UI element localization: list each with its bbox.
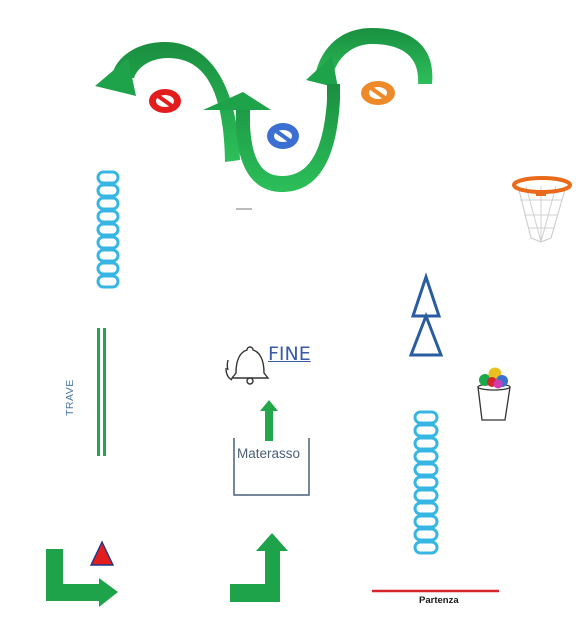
- cone-blue: [267, 123, 299, 149]
- hoops-column-right: [413, 410, 439, 555]
- u-turn-arrow: [203, 84, 340, 192]
- l-arrow-bottom-left: [46, 549, 118, 607]
- curved-arrow-right: [306, 28, 433, 88]
- l-arrow-bottom-center: [230, 533, 288, 602]
- mattress-label: Materasso: [237, 446, 301, 461]
- balance-beam: [97, 328, 106, 456]
- hoops-column-left: [96, 170, 120, 289]
- pyramid-cones: [408, 272, 444, 357]
- cone-orange: [361, 81, 395, 105]
- up-arrow: [260, 400, 278, 441]
- beam-label: TRAVE: [64, 379, 76, 416]
- finish-label: FINE: [268, 343, 311, 365]
- ball-bucket-icon: [477, 367, 511, 421]
- mattress-box: [233, 438, 310, 496]
- warning-triangle-icon: [89, 540, 115, 566]
- basketball-hoop-icon: [512, 176, 572, 243]
- start-label: Partenza: [419, 595, 459, 606]
- cone-red: [149, 89, 181, 113]
- bell-icon: [225, 346, 270, 385]
- curved-arrow-left: [95, 42, 240, 162]
